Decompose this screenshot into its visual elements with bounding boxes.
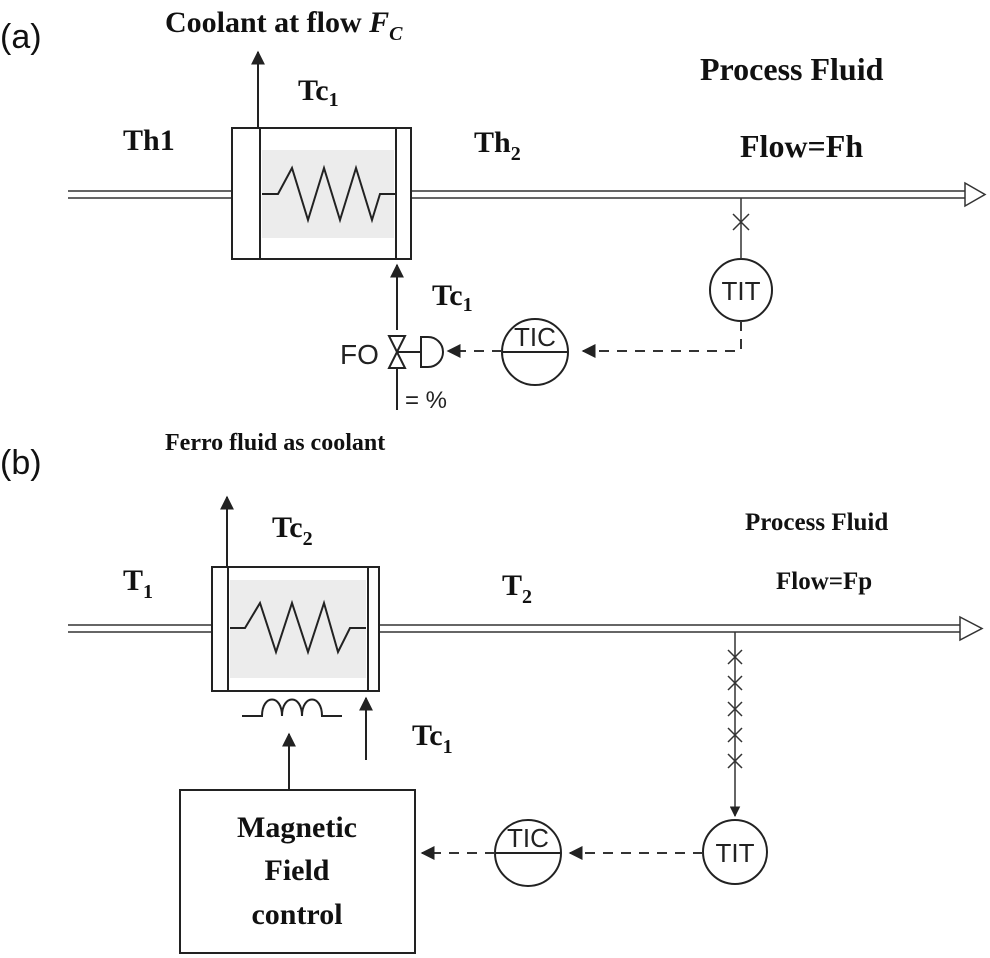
controller-line-3: control — [251, 898, 342, 931]
heat-coil-icon — [230, 599, 366, 656]
capillary-marks-icon — [727, 649, 743, 769]
tic-label: TIC — [514, 322, 556, 352]
tit-label: TIT — [716, 838, 755, 868]
tic-controller: TIC — [501, 318, 569, 386]
controller-line-1: Magnetic — [237, 811, 357, 844]
th1-label: Th1 — [123, 124, 175, 157]
heat-coil-icon — [262, 164, 396, 224]
magnetic-field-controller: Magnetic Field control — [179, 789, 416, 954]
panel-b-label: (b) — [0, 444, 42, 482]
heat-exchanger — [231, 127, 412, 260]
process-fluid-label: Process Fluid — [700, 51, 884, 87]
tc-top-label: Tc1 — [298, 74, 339, 111]
tc1-label: Tc1 — [412, 719, 453, 758]
capillary-mark-icon — [732, 213, 750, 231]
tit-transmitter: TIT — [709, 258, 773, 322]
ferro-fluid-title: Ferro fluid as coolant — [165, 430, 385, 456]
tc2-label: Tc2 — [272, 511, 313, 550]
panel-a-label: (a) — [0, 18, 42, 56]
flow-label: Flow=Fp — [776, 568, 872, 595]
flow-label: Flow=Fh — [740, 128, 863, 164]
tit-to-tic-signal — [581, 321, 742, 358]
tic-controller: TIC — [494, 819, 562, 887]
th2-label: Th2 — [474, 126, 521, 165]
tic-label: TIC — [507, 823, 549, 853]
process-pipe — [68, 181, 987, 208]
control-valve-icon — [387, 335, 444, 410]
fo-label: FO — [340, 339, 379, 370]
panel-a: (a) Coolant at flow FC Tc1 Th1 Th2 Proce… — [0, 6, 987, 414]
heat-exchanger — [211, 566, 380, 692]
panel-b: (b) Ferro fluid as coolant Tc2 T1 T2 Pro… — [0, 430, 984, 954]
coolant-flow-label: Coolant at flow FC — [165, 6, 403, 45]
t1-label: T1 — [123, 564, 153, 603]
tc-bottom-label: Tc1 — [432, 279, 473, 316]
tit-label: TIT — [722, 276, 761, 306]
process-pipe — [68, 615, 984, 642]
valve-characteristic-label: = % — [405, 387, 447, 414]
magnetic-coil-icon — [242, 698, 342, 717]
controller-line-2: Field — [265, 854, 330, 887]
t2-label: T2 — [502, 569, 532, 608]
tit-transmitter: TIT — [702, 819, 768, 885]
process-fluid-label: Process Fluid — [745, 509, 888, 536]
